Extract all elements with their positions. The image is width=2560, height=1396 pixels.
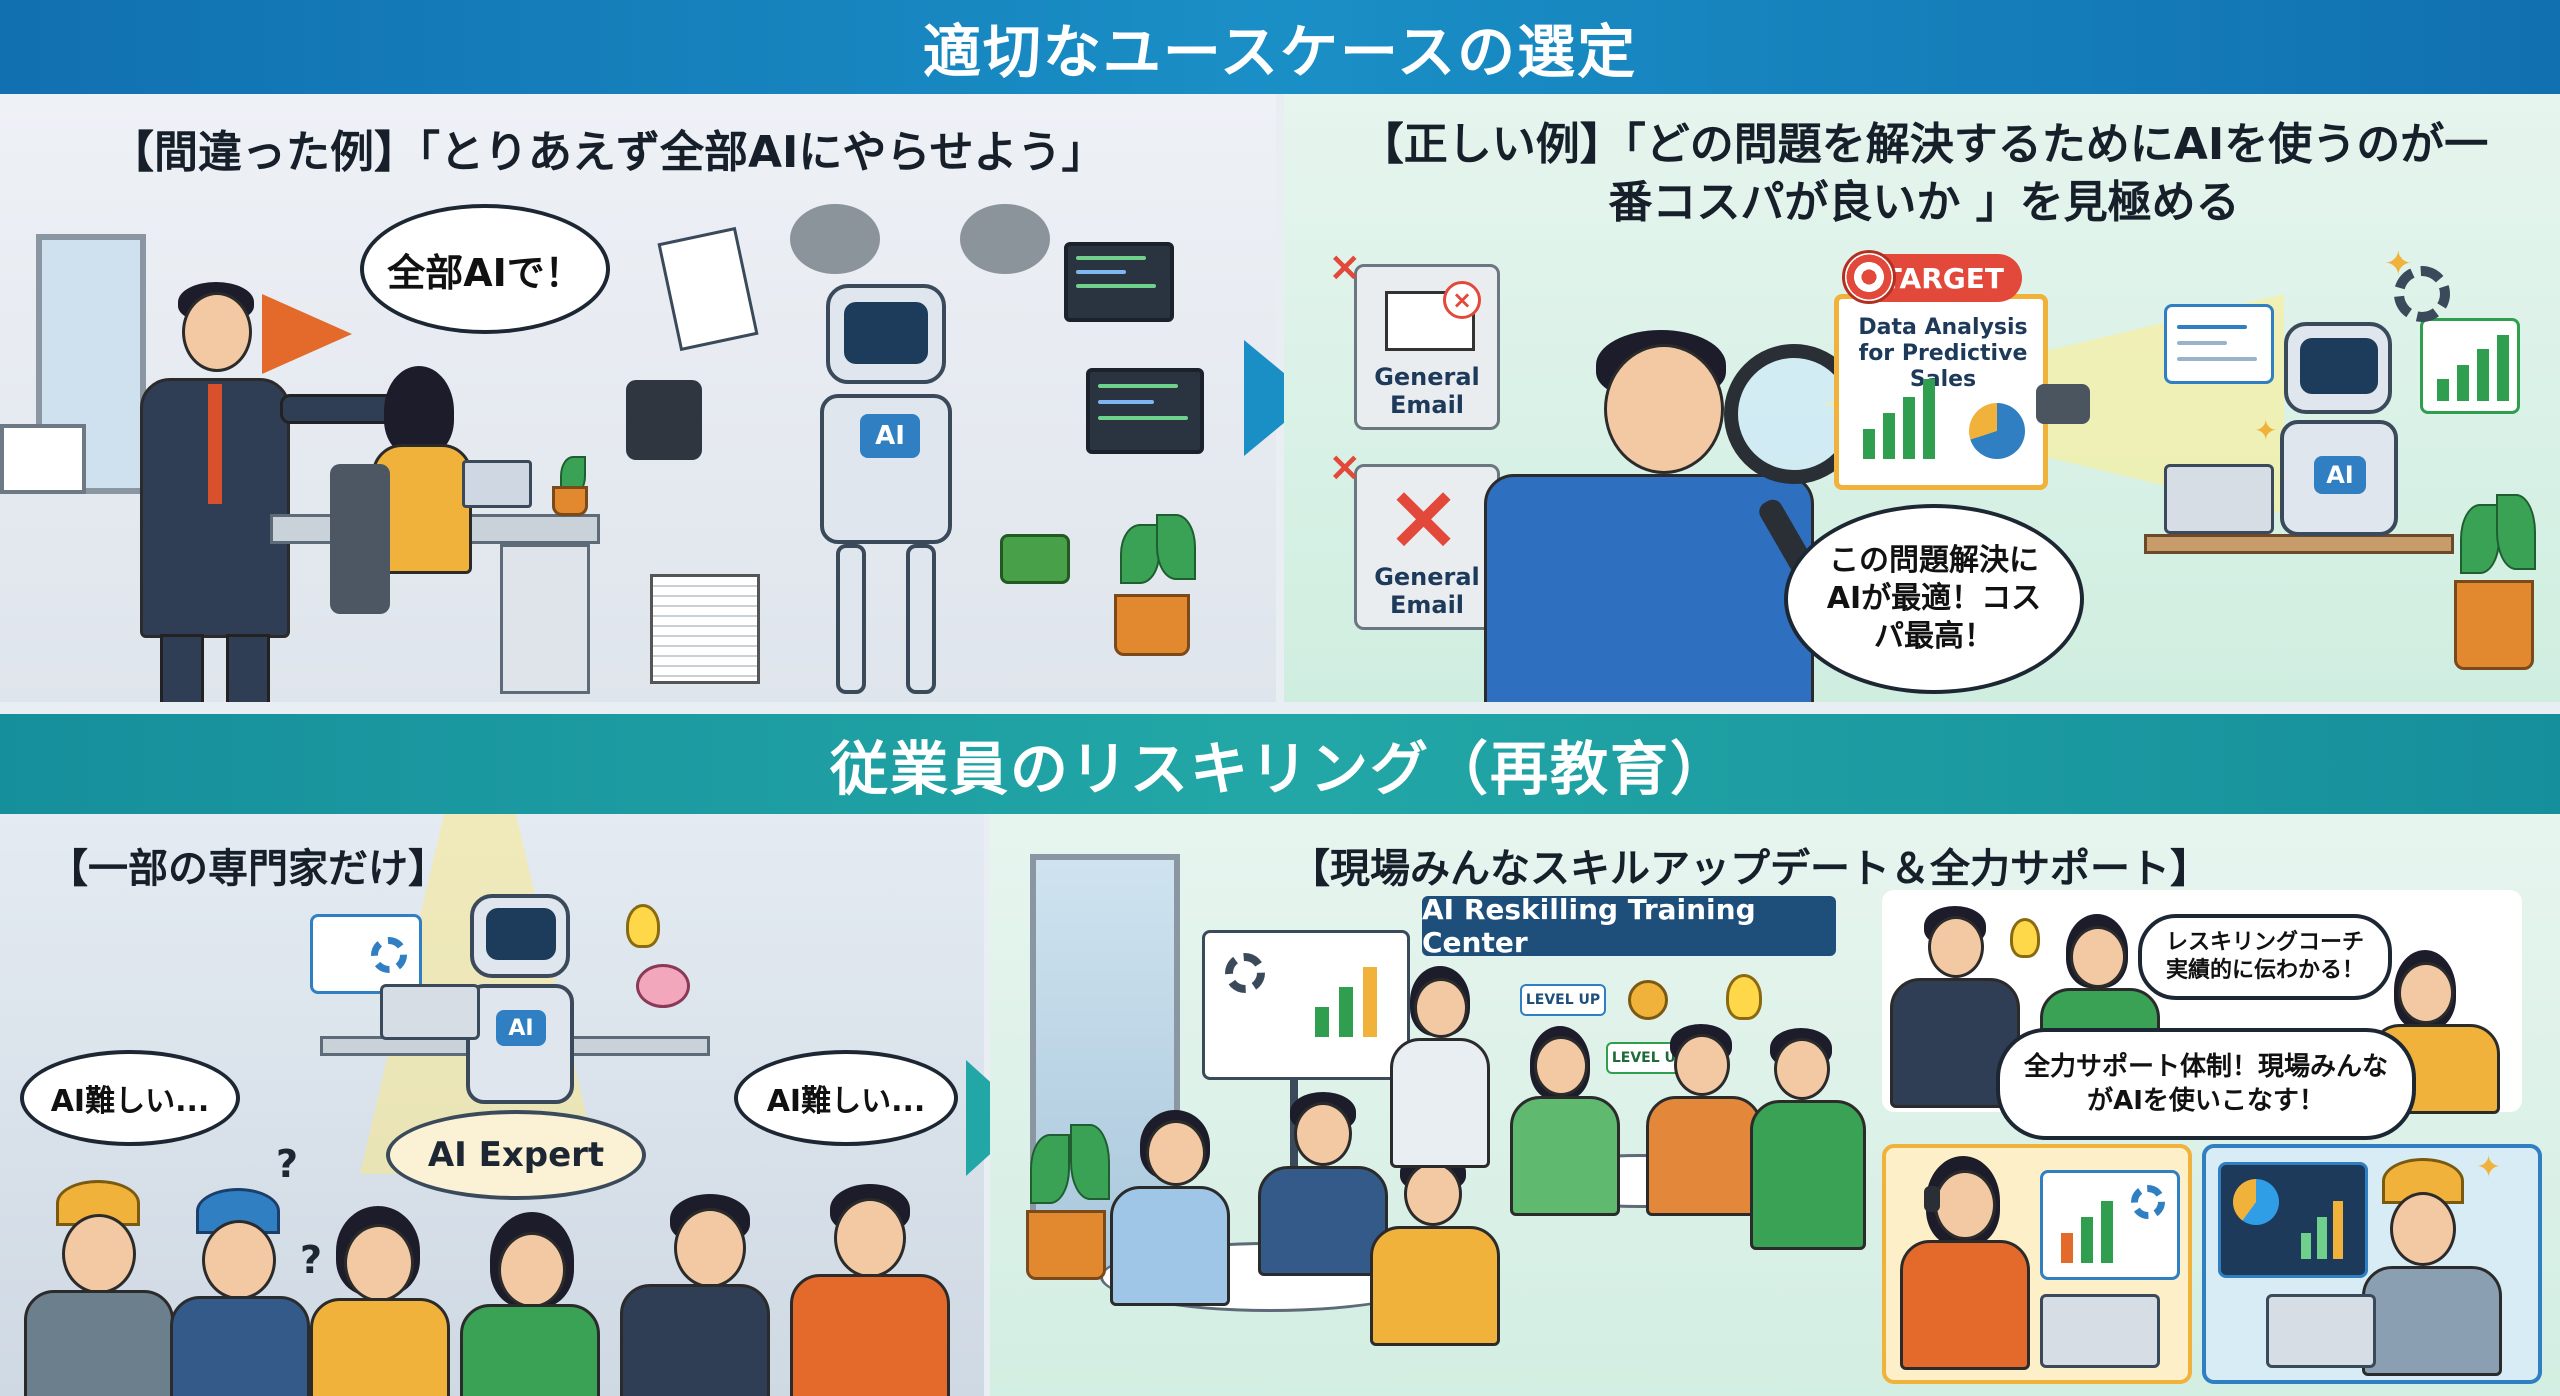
reject-badge-icon: × <box>1443 281 1481 319</box>
coach-speech-text: レスキリングコーチ実績的に伝わかる！ <box>2165 930 2364 983</box>
gear-icon-4 <box>2131 1185 2165 1219</box>
donut-chart-icon <box>2233 1179 2279 1225</box>
telephone-icon <box>626 380 702 460</box>
robot-legs-right <box>906 544 936 694</box>
email-card-1-label: General Email <box>1374 363 1480 419</box>
smoke-cloud-icon-2 <box>960 204 1050 274</box>
right-confused-text: AI難しい... <box>766 1084 926 1119</box>
documents-icon <box>657 226 759 352</box>
expert-robot-ai-badge: AI <box>496 1010 546 1046</box>
pie-chart-icon <box>1969 403 2025 459</box>
laptop-icon <box>462 460 532 508</box>
target-icon <box>1842 250 1896 304</box>
sparkle-icon-2: ✦ <box>2254 414 2278 447</box>
dashboard-card <box>2164 304 2274 384</box>
desk-drawers <box>500 544 590 694</box>
training-center-sign: AI Reskilling Training Center <box>1422 893 1836 959</box>
target-card: Data Analysis for Predictive Sales <box>1834 294 2048 490</box>
gear-icon <box>2394 266 2450 322</box>
lightbulb-icon-2 <box>1726 974 1762 1020</box>
target-tag-text: TARGET <box>1882 261 2004 295</box>
working-robot-ai-badge: AI <box>2314 456 2366 494</box>
pedestal-label: AI Expert <box>427 1135 605 1175</box>
paper-stack <box>650 574 760 684</box>
analyst-head <box>1604 344 1724 474</box>
section-title-use-case: 適切なユースケースの選定 <box>0 0 2560 94</box>
analyst-speech-bubble: この問題解決にAIが最適！コスパ最高！ <box>1784 504 2084 694</box>
megaphone-icon <box>262 294 352 374</box>
gear-icon-3 <box>1225 953 1265 993</box>
boss-speech-bubble: 全部AIで！ <box>360 204 610 334</box>
analyst-speech-text: この問題解決にAIが最適！コスパ最高！ <box>1826 543 2042 654</box>
smoke-cloud-icon <box>790 204 880 274</box>
email-card-2: × General Email <box>1354 464 1500 630</box>
training-center-text: AI Reskilling Training Center <box>1422 893 1756 959</box>
growth-chart-card <box>2420 318 2520 414</box>
level-up-text-2: LEVEL UP <box>1611 1050 1687 1066</box>
expert-laptop <box>380 984 480 1040</box>
expert-only-panel: 【一部の専門家だけ】 AI AI Expert AI難しい... AI難しい..… <box>0 814 984 1396</box>
large-cross-icon: × <box>1385 463 1463 570</box>
code-monitor-icon-2 <box>1086 368 1204 454</box>
question-mark-icon-2: ? <box>300 1238 323 1282</box>
boss-speech-text: 全部AIで！ <box>387 250 583 295</box>
robot-legs <box>836 544 866 694</box>
expert-robot-head <box>470 894 570 978</box>
section-title-reskilling: 従業員のリスキリング（再教育） <box>0 714 2560 814</box>
target-title: Data Analysis for Predictive Sales <box>1858 315 2028 392</box>
robot-laptop <box>2164 464 2274 534</box>
sparkle-icon-3: ✦ <box>2476 1150 2502 1185</box>
spotlight-lamp <box>2036 384 2090 424</box>
support-speech-bubble: 全力サポート体制！現場みんながAIを使いこなす！ <box>1996 1028 2416 1140</box>
cross-mark-icon-2: × <box>1328 444 1362 490</box>
everyone-support-panel: 【現場みんなスキルアップデート＆全力サポート】 AI Reskilling Tr… <box>990 814 2560 1396</box>
engineer-dashboard <box>2218 1162 2368 1278</box>
agent-dashboard <box>2040 1170 2180 1280</box>
level-up-text-1: LEVEL UP <box>1525 992 1601 1008</box>
lightbulb-icon <box>626 904 660 948</box>
ai-expert-pedestal: AI Expert <box>386 1110 646 1200</box>
overwhelmed-robot-head <box>826 284 946 384</box>
brain-icon <box>636 964 690 1008</box>
everyone-support-heading: 【現場みんなスキルアップデート＆全力サポート】 <box>1290 846 2210 892</box>
cross-mark-icon: × <box>1328 244 1362 290</box>
level-up-badge-1: LEVEL UP <box>1520 984 1606 1016</box>
coach-speech-bubble: レスキリングコーチ実績的に伝わかる！ <box>2138 914 2392 1000</box>
gear-icon-2 <box>371 937 407 973</box>
wrong-example-panel: 【間違った例】「とりあえず全部AIにやらせよう」 全部AIで！ AI <box>0 94 1276 702</box>
wall-chart <box>0 424 86 494</box>
robot-ai-badge: AI <box>860 414 920 458</box>
gear-badge-icon <box>1628 980 1668 1020</box>
working-robot-head <box>2284 322 2392 414</box>
sparkle-icon: ✦ <box>2384 244 2413 284</box>
email-card-2-label: General Email <box>1374 563 1480 619</box>
code-monitor-icon <box>1064 242 1174 322</box>
right-confused-bubble: AI難しい... <box>734 1050 958 1146</box>
agent-laptop <box>2040 1294 2160 1368</box>
right-example-panel: 【正しい例】「どの問題を解決するためにAIを使うのが一番コスパが良いか 」を見極… <box>1284 94 2560 702</box>
watering-can-icon <box>1000 534 1070 584</box>
right-example-heading: 【正しい例】「どの問題を解決するためにAIを使うのが一番コスパが良いか 」を見極… <box>1359 119 2489 228</box>
engineer-laptop <box>2266 1294 2376 1368</box>
worker-hair <box>384 366 454 456</box>
email-card-1: × General Email <box>1354 264 1500 430</box>
settings-screen-card <box>310 914 422 994</box>
robot-desk <box>2144 534 2454 554</box>
left-confused-text: AI難しい... <box>50 1084 210 1119</box>
office-chair <box>330 464 390 614</box>
left-confused-bubble: AI難しい... <box>20 1050 240 1146</box>
headset-icon <box>1924 1186 1940 1212</box>
wrong-example-heading: 【間違った例】「とりあえず全部AIにやらせよう」 <box>110 127 1106 178</box>
presentation-board <box>1202 930 1410 1080</box>
question-mark-icon: ? <box>276 1142 299 1186</box>
expert-only-heading: 【一部の専門家だけ】 <box>48 846 448 892</box>
support-speech-text: 全力サポート体制！現場みんながAIを使いこなす！ <box>2023 1052 2388 1116</box>
lightbulb-icon-3 <box>2010 918 2040 958</box>
